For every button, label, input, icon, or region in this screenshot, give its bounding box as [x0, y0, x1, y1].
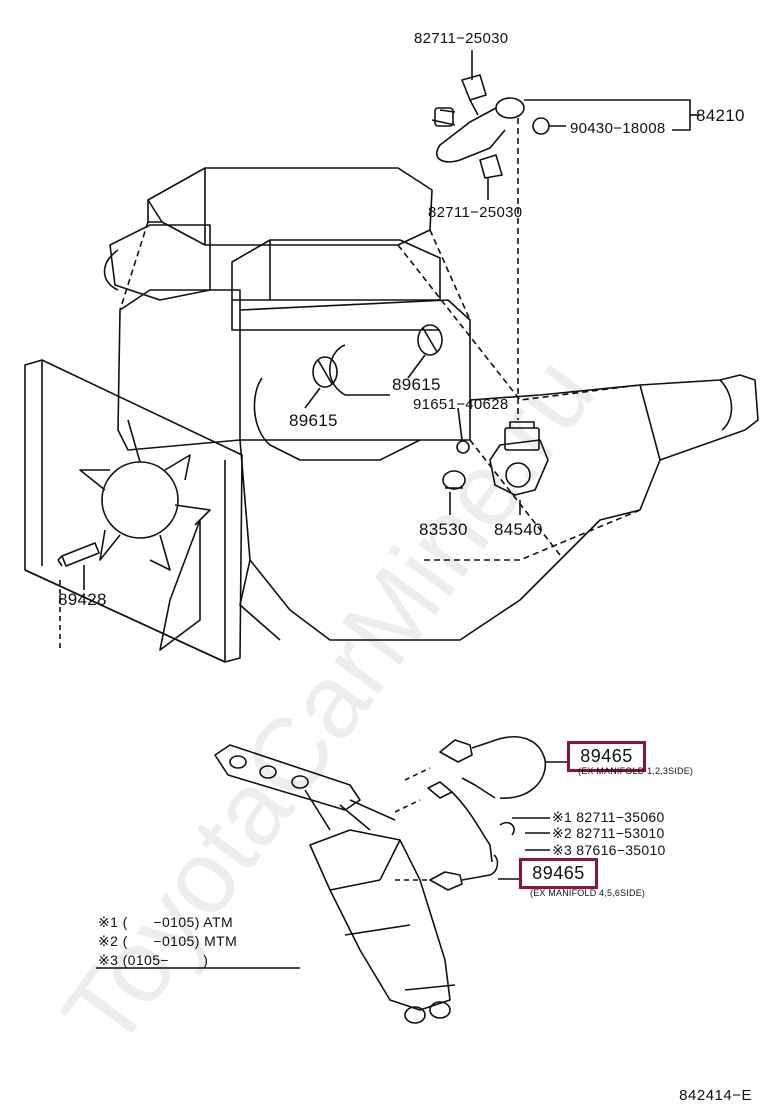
note-ex-manifold-123: (EX MANIFOLD 1,2,3SIDE) — [578, 766, 694, 776]
knock-sensor-drawing — [304, 324, 443, 409]
highlight-89465-lower[interactable]: 89465 — [519, 858, 598, 889]
part-number-91651[interactable]: 91651−40628 — [413, 396, 509, 413]
part-number-82711-top[interactable]: 82711−25030 — [414, 30, 509, 47]
alt-part-3[interactable]: ※3 87616−35010 — [552, 842, 666, 858]
part-number-84540[interactable]: 84540 — [494, 520, 543, 539]
highlight-89465-upper[interactable]: 89465 — [567, 741, 646, 772]
alt-part-2[interactable]: ※2 82711−53010 — [552, 825, 665, 841]
exhaust-manifold-drawing — [214, 736, 568, 1024]
part-number-89465-lower: 89465 — [532, 863, 585, 883]
part-number-90430[interactable]: 90430−18008 — [570, 120, 666, 137]
note-ex-manifold-456: (EX MANIFOLD 4,5,6SIDE) — [530, 888, 646, 898]
part-number-82711-mid[interactable]: 82711−25030 — [428, 204, 523, 221]
part-number-89615-left[interactable]: 89615 — [289, 411, 338, 430]
part-number-84210[interactable]: 84210 — [696, 106, 745, 125]
diagram-reference: 842414−E — [679, 1087, 752, 1104]
radiator-fan-drawing — [24, 359, 243, 663]
part-number-89428[interactable]: 89428 — [58, 590, 107, 609]
alt-part-1[interactable]: ※1 82711−35060 — [552, 809, 665, 825]
cam-sensor-drawing — [431, 50, 700, 420]
legend-row-3: ※3 (0105− ) — [98, 952, 209, 968]
part-number-89615-right[interactable]: 89615 — [392, 375, 441, 394]
part-number-89465-upper: 89465 — [580, 746, 633, 766]
legend-row-1: ※1 ( −0105) ATM — [98, 914, 234, 930]
part-number-83530[interactable]: 83530 — [419, 520, 468, 539]
throttle-sensor-drawing — [442, 407, 549, 515]
legend-row-2: ※2 ( −0105) MTM — [98, 933, 238, 949]
